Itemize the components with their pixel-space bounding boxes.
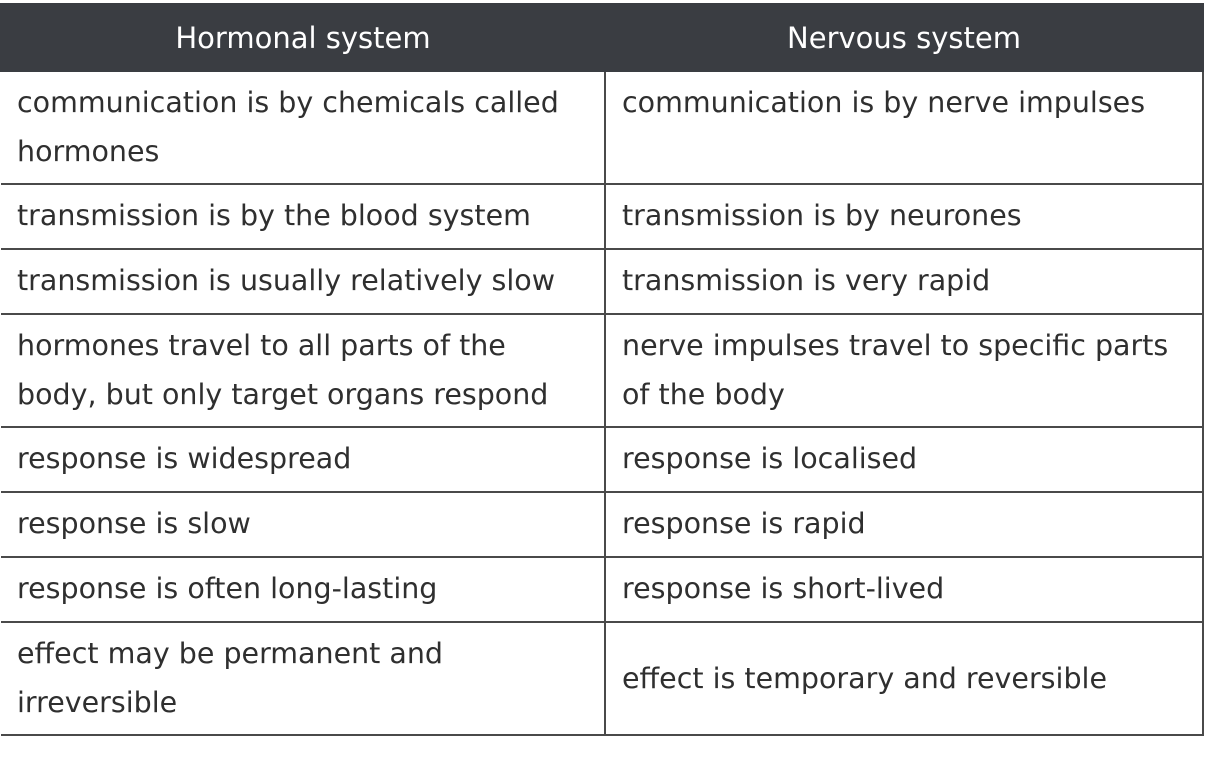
hormonal-vs-nervous-table: Hormonal system Nervous system communica… xyxy=(0,3,1204,736)
hormonal-cell: response is often long-lasting xyxy=(1,556,606,623)
nervous-cell: response is rapid xyxy=(604,491,1204,558)
header-row: Hormonal system Nervous system xyxy=(0,3,1204,72)
table-row: effect may be permanent and irreversible… xyxy=(1,621,1204,736)
table-body: communication is by chemicals called hor… xyxy=(1,72,1204,736)
nervous-cell: transmission is very rapid xyxy=(604,248,1204,315)
hormonal-cell: communication is by chemicals called hor… xyxy=(1,72,606,185)
table-row: transmission is usually relatively slow … xyxy=(1,248,1204,315)
table-header: Hormonal system Nervous system xyxy=(0,3,1204,72)
header-hormonal-system: Hormonal system xyxy=(0,3,606,72)
hormonal-cell: hormones travel to all parts of the body… xyxy=(1,313,606,428)
nervous-cell: transmission is by neurones xyxy=(604,183,1204,250)
header-nervous-system: Nervous system xyxy=(604,3,1204,72)
hormonal-cell: response is slow xyxy=(1,491,606,558)
nervous-cell: response is short-lived xyxy=(604,556,1204,623)
hormonal-cell: effect may be permanent and irreversible xyxy=(1,621,606,736)
nervous-cell: effect is temporary and reversible xyxy=(604,621,1204,736)
nervous-cell: nerve impulses travel to specific parts … xyxy=(604,313,1204,428)
table-row: response is slow response is rapid xyxy=(1,491,1204,558)
table-row: transmission is by the blood system tran… xyxy=(1,183,1204,250)
hormonal-cell: response is widespread xyxy=(1,426,606,493)
nervous-cell: response is localised xyxy=(604,426,1204,493)
table-row: communication is by chemicals called hor… xyxy=(1,72,1204,185)
table-row: response is often long-lasting response … xyxy=(1,556,1204,623)
hormonal-cell: transmission is by the blood system xyxy=(1,183,606,250)
table-row: response is widespread response is local… xyxy=(1,426,1204,493)
hormonal-cell: transmission is usually relatively slow xyxy=(1,248,606,315)
nervous-cell: communication is by nerve impulses xyxy=(604,72,1204,185)
comparison-table-container: Hormonal system Nervous system communica… xyxy=(0,3,1204,736)
table-row: hormones travel to all parts of the body… xyxy=(1,313,1204,428)
